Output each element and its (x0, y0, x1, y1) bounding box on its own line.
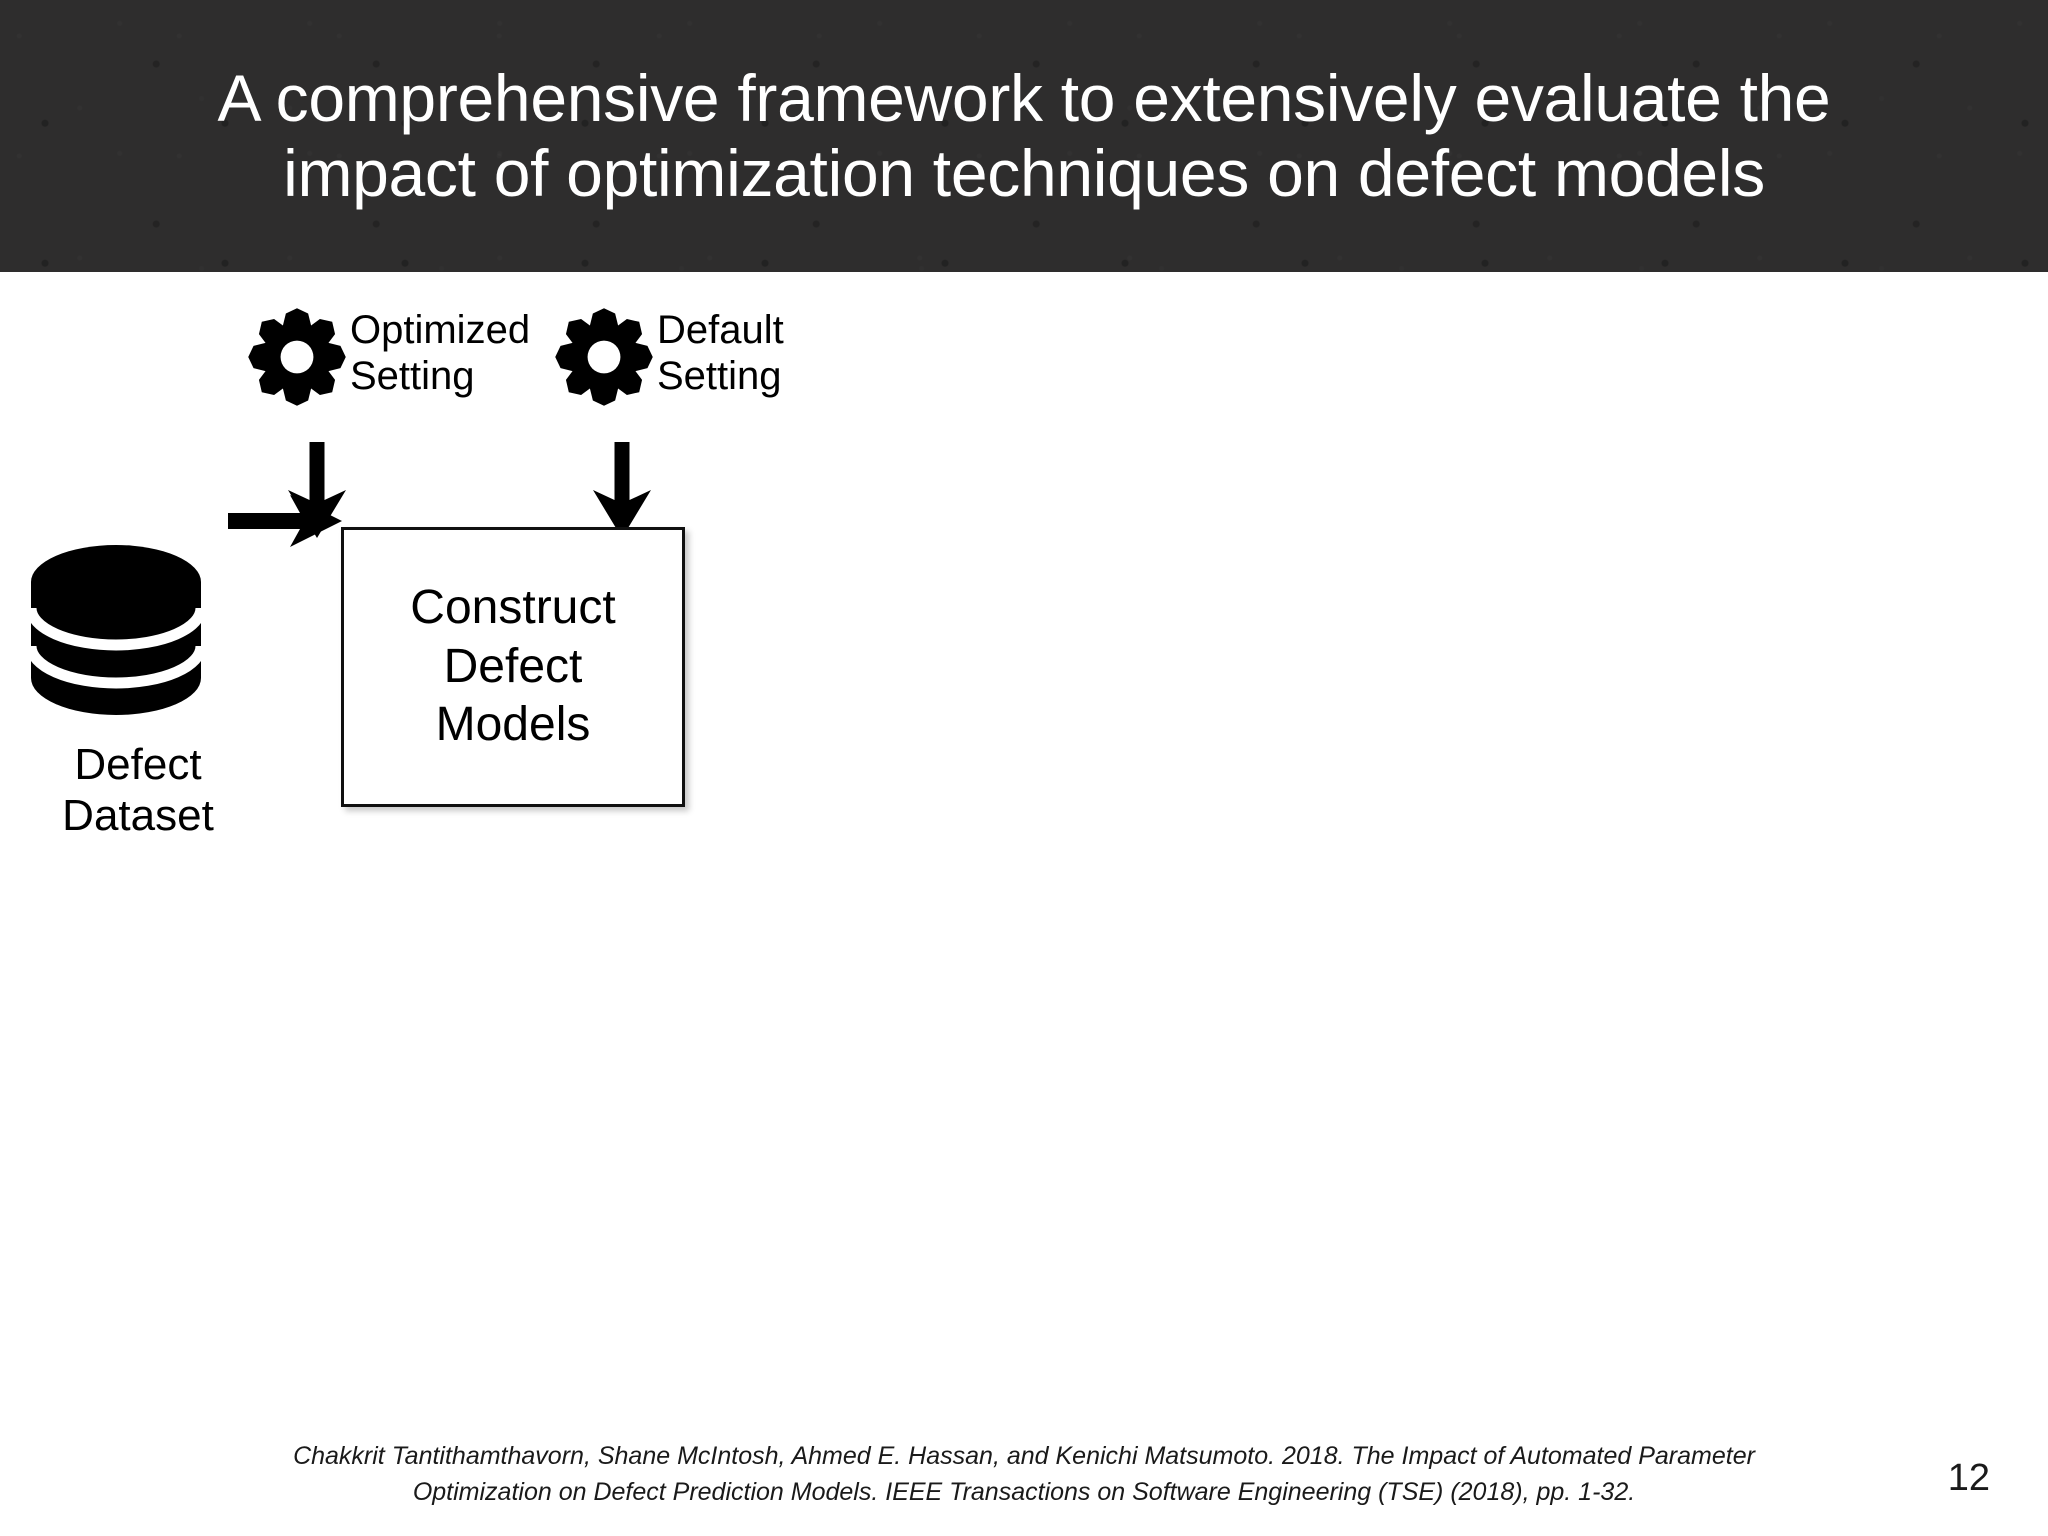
citation-line-1: Chakkrit Tantithamthavorn, Shane McIntos… (293, 1442, 1755, 1470)
down-arrow-icon (589, 442, 655, 543)
process-box-line-2: Defect (443, 639, 583, 693)
gear-icon (551, 304, 657, 415)
defect-dataset-label: Defect Dataset (62, 740, 214, 841)
process-box-line-1: Construct (410, 581, 616, 635)
default-setting-group: Default Setting (551, 304, 784, 415)
defect-dataset-group: Defect Dataset (25, 542, 248, 841)
diagram-canvas: Optimized Setting Default Setting (0, 272, 2048, 1402)
citation-text: Chakkrit Tantithamthavorn, Shane McIntos… (174, 1439, 1874, 1510)
page-number: 12 (1947, 1457, 1990, 1499)
right-arrow-icon (228, 493, 342, 554)
database-icon (25, 542, 248, 725)
slide-header: A comprehensive framework to extensively… (0, 0, 2048, 272)
slide-footer: Chakkrit Tantithamthavorn, Shane McIntos… (0, 1439, 2048, 1510)
construct-defect-models-box: Construct Defect Models (341, 527, 685, 807)
gear-icon (244, 304, 350, 415)
page-title-line-2: impact of optimization techniques on def… (283, 136, 1765, 210)
default-setting-label: Default Setting (657, 308, 784, 398)
page-title-line-1: A comprehensive framework to extensively… (217, 60, 1831, 135)
process-box-line-3: Models (435, 698, 591, 752)
citation-line-2: Optimization on Defect Prediction Models… (412, 1477, 1636, 1506)
optimized-setting-group: Optimized Setting (244, 304, 530, 415)
optimized-setting-label: Optimized Setting (350, 308, 531, 398)
